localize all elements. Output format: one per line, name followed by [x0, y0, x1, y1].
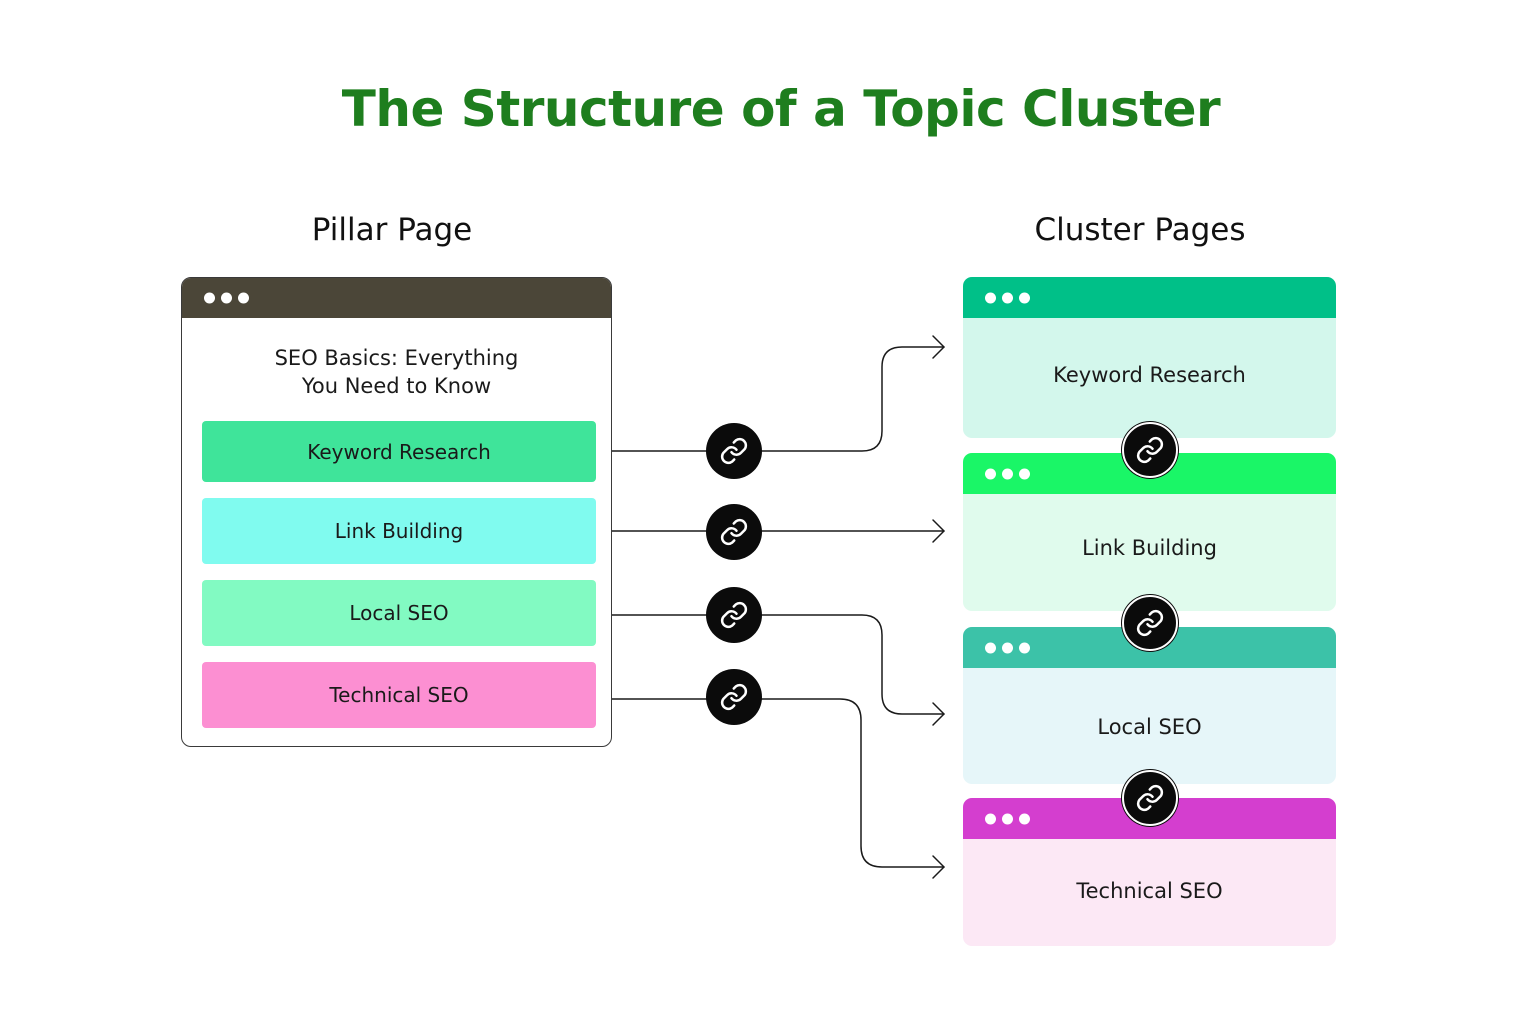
- three-dots-icon: [985, 813, 1030, 824]
- pillar-topic-keyword-research[interactable]: Keyword Research: [202, 421, 596, 482]
- cluster-page-label: Link Building: [1082, 536, 1217, 560]
- pillar-page-title: SEO Basics: Everything You Need to Know: [182, 344, 611, 400]
- three-dots-icon: [985, 642, 1030, 653]
- arrowhead-keyword-research: [932, 335, 945, 359]
- chain-link-icon: [1122, 770, 1178, 826]
- arrowhead-local-seo: [932, 702, 945, 726]
- pillar-topic-label: Link Building: [334, 519, 464, 543]
- pillar-topic-link-building[interactable]: Link Building: [202, 498, 596, 564]
- connector-technical-seo: [611, 698, 945, 868]
- arrowhead-technical-seo: [932, 855, 945, 879]
- cluster-page-label: Local SEO: [1097, 715, 1202, 739]
- cluster-page-label: Keyword Research: [1053, 363, 1246, 387]
- three-dots-icon: [204, 292, 249, 304]
- connector-keyword-research: [611, 346, 945, 452]
- cluster-page-keyword-research[interactable]: Keyword Research: [963, 277, 1336, 438]
- chain-link-icon: [1122, 422, 1178, 478]
- pillar-topic-label: Keyword Research: [307, 439, 491, 464]
- chain-link-icon: [706, 669, 762, 725]
- chain-link-icon: [1122, 595, 1178, 651]
- pillar-topic-label: Technical SEO: [329, 683, 469, 707]
- pillar-page-title-line1: SEO Basics: Everything: [274, 346, 519, 370]
- cluster-window-titlebar: [963, 277, 1336, 318]
- arrowhead-link-building: [932, 519, 945, 543]
- pillar-window-titlebar: [182, 278, 611, 318]
- cluster-page-label: Technical SEO: [1076, 879, 1223, 903]
- chain-link-icon: [706, 423, 762, 479]
- page-title: The Structure of a Topic Cluster: [341, 80, 1221, 138]
- connector-local-seo: [611, 614, 945, 715]
- chain-link-icon: [706, 504, 762, 560]
- pillar-page-window: SEO Basics: Everything You Need to Know …: [181, 277, 612, 747]
- pillar-column-heading: Pillar Page: [311, 212, 473, 248]
- pillar-topic-label: Local SEO: [349, 601, 449, 625]
- pillar-page-title-line2: You Need to Know: [301, 374, 492, 398]
- cluster-column-heading: Cluster Pages: [1034, 212, 1246, 248]
- pillar-topic-local-seo[interactable]: Local SEO: [202, 580, 596, 646]
- pillar-topic-technical-seo[interactable]: Technical SEO: [202, 662, 596, 728]
- chain-link-icon: [706, 587, 762, 643]
- three-dots-icon: [985, 468, 1030, 479]
- three-dots-icon: [985, 292, 1030, 303]
- cluster-page-local-seo[interactable]: Local SEO: [963, 627, 1336, 784]
